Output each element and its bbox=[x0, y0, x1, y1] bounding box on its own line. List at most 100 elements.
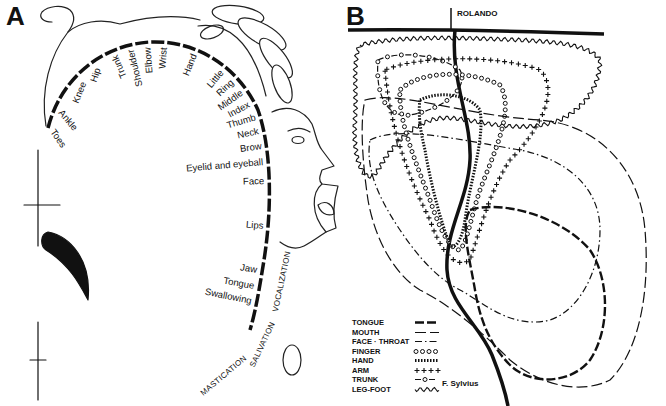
ring-mark bbox=[503, 108, 507, 112]
ring-mark bbox=[432, 211, 436, 215]
ring-mark bbox=[487, 164, 491, 168]
ring-mark bbox=[485, 170, 489, 174]
ring-mark bbox=[399, 87, 403, 91]
circle-mark bbox=[406, 113, 410, 117]
finger-drawing bbox=[268, 62, 297, 105]
ring-mark bbox=[437, 223, 441, 227]
ring-mark bbox=[408, 143, 412, 147]
sample-marks bbox=[415, 360, 439, 361]
circle-mark bbox=[455, 89, 459, 93]
ring-mark bbox=[498, 133, 502, 137]
ring-mark bbox=[421, 180, 425, 184]
ring-mark bbox=[426, 192, 430, 196]
ring-mark bbox=[469, 219, 473, 223]
region-outline bbox=[415, 322, 439, 324]
region-outline bbox=[466, 207, 605, 379]
ring-mark bbox=[501, 121, 505, 125]
ring-mark bbox=[492, 152, 496, 156]
brow-drawing bbox=[288, 128, 310, 132]
circle-mark bbox=[376, 60, 380, 64]
ring-mark bbox=[430, 204, 434, 208]
ring-mark bbox=[500, 127, 504, 131]
legend-row: ARM bbox=[352, 366, 441, 376]
body-part-label: Face bbox=[243, 176, 264, 188]
ring-mark bbox=[427, 349, 431, 353]
ring-mark bbox=[502, 95, 506, 99]
ring-mark bbox=[435, 217, 439, 221]
ring-mark bbox=[414, 162, 418, 166]
body-part-label: Ankle bbox=[56, 107, 80, 132]
ring-mark bbox=[494, 146, 498, 150]
body-part-label: Toes bbox=[48, 127, 68, 150]
circle-mark bbox=[399, 53, 403, 57]
ring-mark bbox=[478, 188, 482, 192]
sample-base bbox=[415, 332, 439, 333]
ring-mark bbox=[399, 106, 403, 110]
ring-mark bbox=[398, 93, 402, 97]
ring-mark bbox=[419, 174, 423, 178]
wavy-outline bbox=[415, 387, 439, 391]
ring-mark bbox=[486, 78, 490, 82]
legend-text: LEG-FOOT bbox=[352, 385, 413, 394]
face-profile bbox=[272, 108, 338, 248]
sample-marks bbox=[415, 341, 439, 342]
ring-mark bbox=[402, 125, 406, 129]
region-base bbox=[419, 95, 481, 246]
region-outline bbox=[415, 359, 439, 362]
sample-base bbox=[415, 360, 439, 361]
ring-mark bbox=[434, 73, 438, 77]
sample-base bbox=[415, 341, 439, 342]
legend-line-sample bbox=[413, 318, 441, 327]
panel-letter: A bbox=[6, 2, 25, 32]
legend-text: ARM bbox=[352, 366, 413, 375]
sample-marks bbox=[415, 368, 441, 373]
body-part-label: Knee bbox=[71, 80, 89, 105]
legend-line-sample bbox=[413, 375, 441, 384]
ring-mark bbox=[406, 137, 410, 141]
ring-mark bbox=[501, 89, 505, 93]
legend-row: FINGER bbox=[352, 347, 441, 357]
trunk-outline bbox=[68, 17, 200, 32]
circle-mark bbox=[413, 53, 417, 57]
ring-mark bbox=[424, 186, 428, 190]
ring-mark bbox=[415, 78, 419, 82]
ring-mark bbox=[398, 99, 402, 103]
region-outlines bbox=[353, 36, 647, 387]
ring-mark bbox=[473, 75, 477, 79]
ring-mark bbox=[456, 248, 460, 252]
circle-mark bbox=[385, 55, 389, 59]
ring-mark bbox=[498, 83, 502, 87]
body-part-label: Trunk bbox=[110, 53, 129, 79]
ring-mark bbox=[400, 112, 404, 116]
ring-mark bbox=[461, 244, 465, 248]
ring-mark bbox=[503, 101, 507, 105]
ring-mark bbox=[414, 349, 418, 353]
legend-text: MOUTH bbox=[352, 328, 413, 337]
body-part-label: Neck bbox=[236, 126, 259, 141]
ventricle-shape bbox=[42, 232, 89, 300]
ring-mark bbox=[490, 158, 494, 162]
body-part-label: Hip bbox=[88, 66, 103, 83]
ring-mark bbox=[410, 150, 414, 154]
ring-mark bbox=[480, 76, 484, 80]
sample-marks bbox=[415, 387, 439, 391]
circle-mark bbox=[376, 74, 380, 78]
function-label: VOCALIZATION bbox=[271, 251, 293, 313]
ring-mark bbox=[467, 74, 471, 78]
plus-marks bbox=[383, 56, 551, 265]
sample-marks bbox=[415, 378, 439, 382]
leg-outline bbox=[41, 6, 74, 126]
body-part-label: Elbow bbox=[142, 47, 155, 74]
region-base bbox=[466, 207, 605, 379]
ring-mark bbox=[480, 182, 484, 186]
legend-line-sample bbox=[413, 328, 441, 337]
body-part-label: Lips bbox=[245, 219, 263, 231]
circle-mark bbox=[423, 378, 427, 382]
function-label: SALIVATION bbox=[247, 321, 276, 369]
ring-mark bbox=[434, 349, 438, 353]
region-outline bbox=[415, 332, 439, 333]
ring-mark bbox=[417, 168, 421, 172]
body-part-label: Brow bbox=[239, 141, 262, 155]
